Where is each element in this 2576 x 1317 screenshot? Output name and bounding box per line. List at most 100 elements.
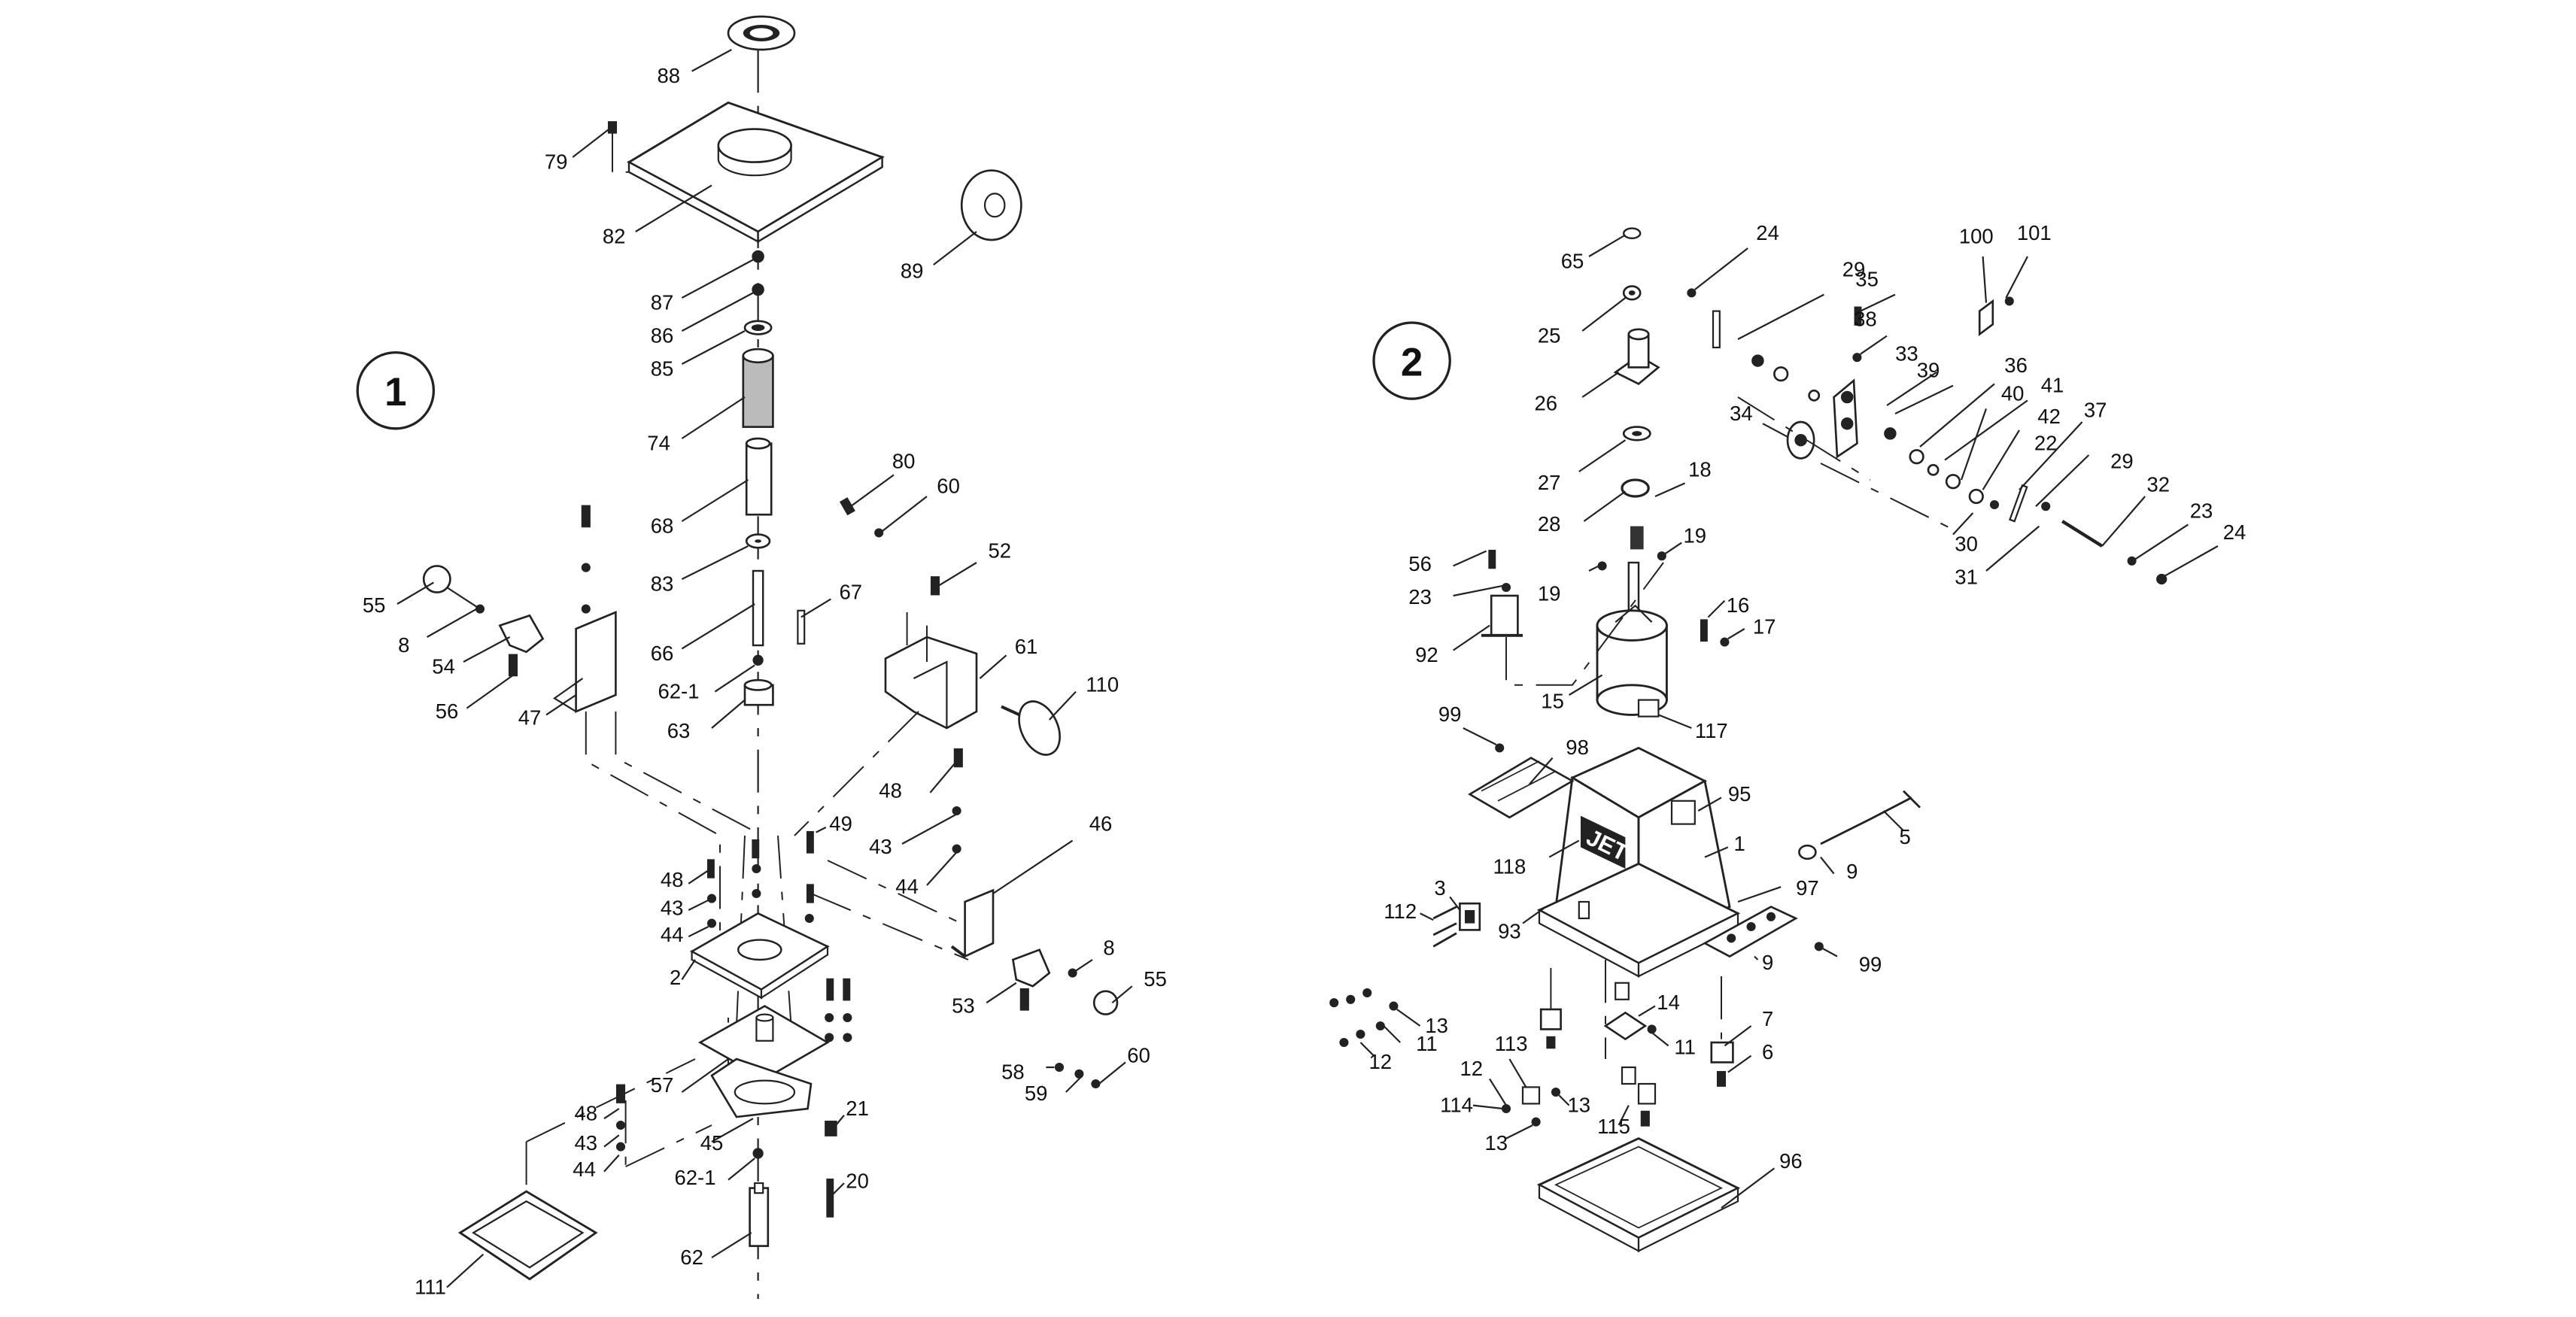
callout-label: 92 xyxy=(1415,643,1438,666)
panel-2-number: 2 xyxy=(1401,340,1423,384)
switch-92 xyxy=(1481,549,1664,686)
callout-label: 44 xyxy=(895,875,919,898)
callout-label: 41 xyxy=(2041,373,2064,396)
callout-label: 9 xyxy=(1846,860,1858,883)
callout-label: 19 xyxy=(1538,582,1561,605)
callout-label: 18 xyxy=(1688,458,1712,481)
callout-label: 97 xyxy=(1796,876,1819,900)
callout-label: 114 xyxy=(1440,1093,1473,1116)
callout-label: 9 xyxy=(1762,951,1773,974)
cabinet-body-1: JET xyxy=(1536,746,1741,978)
bracket-54 xyxy=(498,614,545,677)
callout-label: 46 xyxy=(1089,812,1113,835)
callout-label: 39 xyxy=(1917,359,1940,382)
clip-113 xyxy=(1501,1086,1561,1127)
bearing-housing-26 xyxy=(1613,227,1660,385)
callout-label: 38 xyxy=(1854,307,1877,330)
callout-label: 7 xyxy=(1762,1007,1773,1030)
callout-label: 52 xyxy=(989,539,1012,562)
callout-label: 62-1 xyxy=(658,679,699,703)
bushing-14 xyxy=(1603,960,1657,1127)
knob-55-right xyxy=(1092,990,1119,1015)
fence-plate-46 xyxy=(950,888,995,958)
callout-label: 63 xyxy=(667,719,691,742)
callout-label: 68 xyxy=(651,514,674,537)
callout-label: 6 xyxy=(1762,1040,1773,1064)
callout-label: 67 xyxy=(840,580,863,603)
table-top-82 xyxy=(627,101,885,244)
callout-label: 117 xyxy=(1695,719,1728,742)
callout-label: 100 xyxy=(1959,224,1994,247)
callout-label: 45 xyxy=(700,1131,724,1155)
callout-label: 86 xyxy=(651,323,674,347)
callout-label: 24 xyxy=(1756,221,1779,244)
bracket-97 xyxy=(1703,906,1824,958)
callout-label: 98 xyxy=(1566,736,1589,759)
callout-label: 28 xyxy=(1538,512,1561,536)
fence-plate-47 xyxy=(553,505,617,713)
callout-label: 48 xyxy=(575,1101,598,1124)
sanding-disc-89 xyxy=(960,169,1022,241)
callout-label: 26 xyxy=(1535,392,1558,415)
callout-label: 42 xyxy=(2037,405,2061,428)
callout-label: 12 xyxy=(1369,1050,1393,1073)
callout-label: 89 xyxy=(901,259,924,283)
callout-label: 31 xyxy=(1955,566,1978,589)
hardware-lower-left xyxy=(1329,988,1399,1048)
insert-ring-88 xyxy=(727,15,796,51)
callout-label: 17 xyxy=(1753,615,1776,639)
callout-label: 1 xyxy=(1734,832,1745,855)
callout-label: 53 xyxy=(952,994,975,1017)
spindle-stack xyxy=(742,250,806,706)
callout-label: 43 xyxy=(661,897,684,920)
callout-label: 48 xyxy=(661,868,684,891)
callout-label: 49 xyxy=(829,812,852,835)
callout-label: 23 xyxy=(2190,499,2213,523)
callout-label: 83 xyxy=(651,572,674,595)
callout-label: 36 xyxy=(2004,354,2028,377)
callout-label: 48 xyxy=(879,778,902,802)
callout-label: 29 xyxy=(2110,450,2134,473)
callout-label: 61 xyxy=(1015,635,1038,658)
feet xyxy=(1539,968,1734,1087)
callout-label: 44 xyxy=(573,1158,596,1181)
panel-1-number: 1 xyxy=(384,370,406,414)
callout-label: 24 xyxy=(2223,520,2246,544)
bracket-53 xyxy=(1011,948,1077,1011)
callout-label: 23 xyxy=(1408,585,1432,608)
callout-label: 43 xyxy=(869,835,892,858)
callout-label: 2 xyxy=(670,966,681,989)
callout-label: 57 xyxy=(651,1073,674,1097)
callout-label: 21 xyxy=(846,1097,869,1120)
callout-label: 79 xyxy=(545,150,568,173)
callout-label: 15 xyxy=(1541,690,1564,713)
leaders-panel-1 xyxy=(396,49,1133,1288)
callout-label: 66 xyxy=(651,642,674,665)
base-plate-2 xyxy=(689,912,830,1000)
motor-15 xyxy=(1596,561,1668,718)
callout-label: 11 xyxy=(1674,1035,1696,1058)
callout-label: 13 xyxy=(1568,1093,1591,1116)
panel-1-marker: 1 xyxy=(356,350,436,430)
callout-label: 43 xyxy=(575,1131,598,1155)
fence-bracket-61 xyxy=(884,612,978,730)
callout-label: 16 xyxy=(1727,593,1750,617)
callout-label: 22 xyxy=(2034,431,2058,454)
callout-label: 29 xyxy=(1842,257,1866,281)
knob-55-left xyxy=(422,565,485,614)
callout-label: 111 xyxy=(415,1275,446,1298)
callout-label: 113 xyxy=(1495,1032,1528,1055)
callout-label: 95 xyxy=(1728,782,1751,806)
panel-1-assembly: 1 xyxy=(356,15,1133,1300)
side-plate-3 xyxy=(1432,902,1481,948)
callout-label: 101 xyxy=(2017,221,2052,244)
callout-label: 27 xyxy=(1538,471,1561,494)
callout-label: 62 xyxy=(680,1246,703,1269)
leaders-panel-2 xyxy=(1359,234,2219,1209)
callout-label: 47 xyxy=(518,706,542,730)
callout-label: 118 xyxy=(1493,855,1526,879)
callout-label: 99 xyxy=(1438,703,1462,726)
callout-label: 85 xyxy=(651,357,674,380)
